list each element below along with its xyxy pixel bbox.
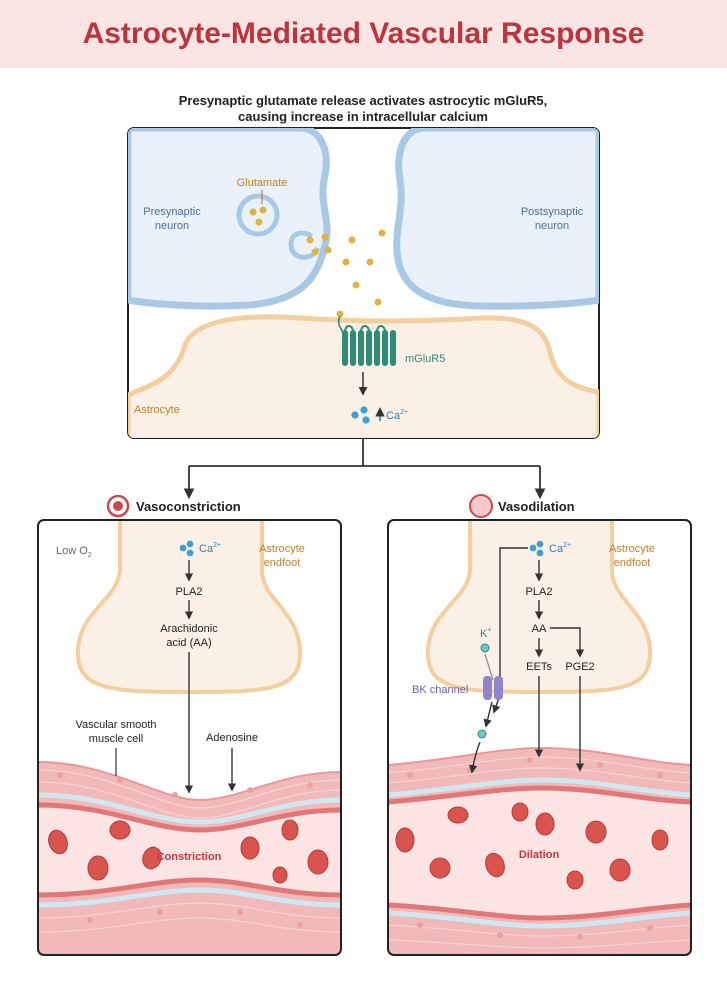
- calcium-ions: [351, 406, 370, 424]
- postsynaptic-neuron: [393, 128, 599, 310]
- astrocyte-vascular-diagram: Presynaptic glutamate release activates …: [37, 93, 692, 956]
- calcium-label: Ca2+: [386, 409, 408, 422]
- mglur5-label: mGluR5: [405, 353, 445, 365]
- endfoot-label-left-1: Astrocyte: [259, 543, 305, 555]
- arachidonic-acid-label-1: Arachidonic: [160, 623, 218, 635]
- aa-label: AA: [532, 623, 547, 635]
- title-banner: [0, 0, 727, 68]
- mglur5-receptor: [337, 315, 396, 366]
- vasodilation-panel: Ca2+ Astrocyte endfoot PLA2 AA EETs PGE2…: [387, 519, 692, 956]
- glutamate-molecule: [259, 206, 267, 214]
- potassium-ion: [480, 643, 490, 653]
- endfoot-label-right-1: Astrocyte: [609, 543, 655, 555]
- glutamate-label: Glutamate: [237, 177, 288, 189]
- vasodilation-vessel-icon: [469, 494, 493, 518]
- potassium-label: K+: [480, 627, 491, 640]
- astrocyte-label: Astrocyte: [134, 404, 180, 416]
- calcium-label-right: Ca2+: [549, 542, 571, 555]
- vsmc-label-2: muscle cell: [89, 733, 143, 745]
- pge2-label: PGE2: [565, 661, 594, 673]
- postsynaptic-label-2: neuron: [535, 220, 569, 232]
- pla2-label-right: PLA2: [526, 586, 553, 598]
- bk-channel-label: BK channel: [412, 684, 468, 696]
- top-caption-line1: Presynaptic glutamate release activates …: [179, 93, 548, 108]
- smooth-muscle-nuclei: [57, 772, 313, 928]
- eets-label: EETs: [526, 661, 552, 673]
- glutamate-molecule: [255, 218, 263, 226]
- branch-connector: [183, 438, 546, 500]
- vasoconstriction-heading: Vasoconstriction: [136, 499, 241, 514]
- constriction-label: Constriction: [157, 851, 222, 863]
- calcium-ions-left: [179, 540, 194, 557]
- low-oxygen-label: Low O2: [56, 545, 92, 559]
- vasodilation-heading: Vasodilation: [498, 499, 575, 514]
- endfoot-label-left-2: endfoot: [264, 557, 301, 569]
- synaptic-vesicle: [236, 193, 280, 237]
- vasoconstriction-panel: Ca2+ Low O2 Astrocyte endfoot PLA2 Arach…: [37, 519, 342, 956]
- calcium-ions-right: [529, 540, 544, 557]
- top-caption-line2: causing increase in intracellular calciu…: [238, 109, 488, 124]
- arachidonic-acid-label-2: acid (AA): [166, 637, 211, 649]
- calcium-label-left: Ca2+: [199, 542, 221, 555]
- red-blood-cells: [395, 802, 669, 890]
- bk-channel: [483, 676, 503, 700]
- adenosine-label: Adenosine: [206, 732, 258, 744]
- released-glutamate: [306, 229, 386, 318]
- presynaptic-neuron: [128, 128, 331, 310]
- postsynaptic-label-1: Postsynaptic: [521, 206, 584, 218]
- dilation-label: Dilation: [519, 849, 560, 861]
- glutamate-molecule: [249, 208, 257, 216]
- endfoot-label-right-2: endfoot: [614, 557, 651, 569]
- presynaptic-label-2: neuron: [155, 220, 189, 232]
- synapse-panel: Glutamate Presynaptic neuron Postsynapti…: [127, 127, 600, 439]
- vsmc-label-1: Vascular smooth: [75, 719, 156, 731]
- potassium-ion-released: [477, 729, 487, 739]
- presynaptic-label-1: Presynaptic: [143, 206, 201, 218]
- pla2-label-left: PLA2: [176, 586, 203, 598]
- red-blood-cells: [48, 819, 329, 884]
- page-title: Astrocyte-Mediated Vascular Response: [82, 17, 645, 50]
